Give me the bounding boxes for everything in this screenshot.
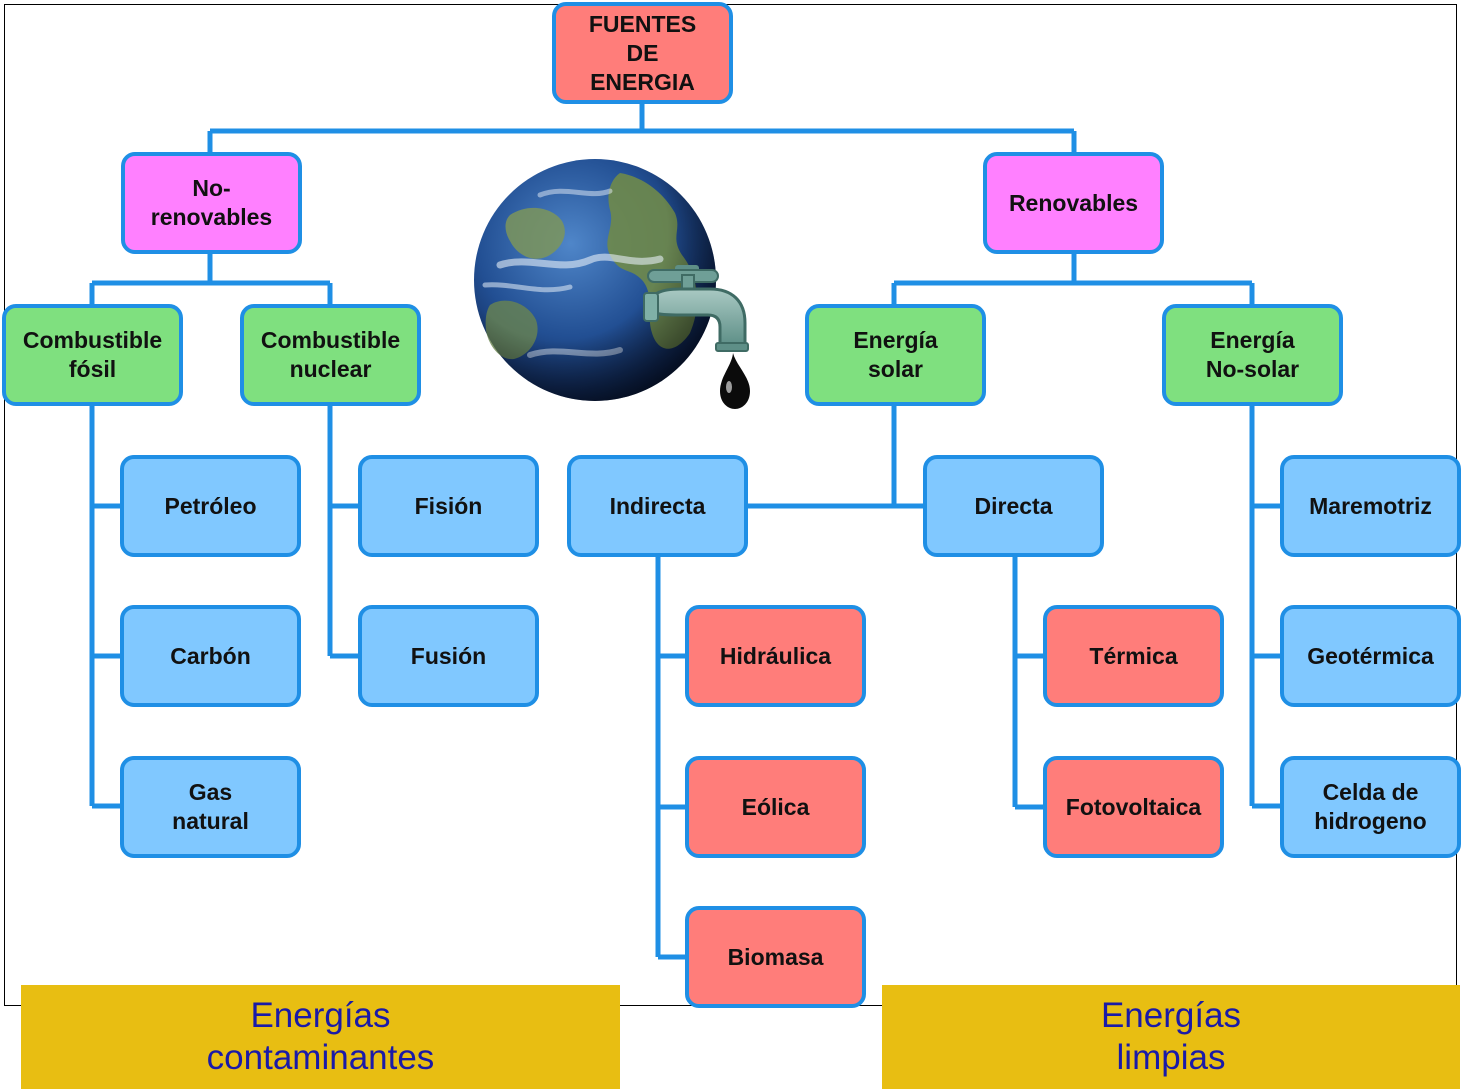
node-energia-no-solar: Energía No-solar	[1162, 304, 1343, 406]
node-maremotriz: Maremotriz	[1280, 455, 1461, 557]
water-tap-icon	[643, 265, 749, 352]
node-celda-de-hidrogeno: Celda de hidrogeno	[1280, 756, 1461, 858]
node-energia-solar: Energía solar	[805, 304, 986, 406]
connector-root	[207, 103, 1077, 153]
connector-fosil	[89, 405, 122, 809]
oil-drop-icon	[720, 353, 750, 409]
earth-globe-icon	[474, 159, 750, 409]
node-no-renovables: No- renovables	[121, 152, 302, 254]
band-energias-limpias: Energías limpias	[882, 985, 1460, 1089]
node-carbon: Carbón	[120, 605, 301, 707]
node-renovables: Renovables	[983, 152, 1164, 254]
connector-indirecta	[655, 555, 687, 960]
connector-solar	[747, 405, 925, 509]
node-fotovoltaica: Fotovoltaica	[1043, 756, 1224, 858]
connector-directa	[1012, 555, 1045, 810]
node-fision: Fisión	[358, 455, 539, 557]
node-indirecta: Indirecta	[567, 455, 748, 557]
node-fuentes-de-energia: FUENTES DE ENERGIA	[552, 2, 733, 104]
node-combustible-nuclear: Combustible nuclear	[240, 304, 421, 406]
connector-nuclear	[327, 405, 360, 659]
node-biomasa: Biomasa	[685, 906, 866, 1008]
node-termica: Térmica	[1043, 605, 1224, 707]
node-fusion: Fusión	[358, 605, 539, 707]
node-combustible-fosil: Combustible fósil	[2, 304, 183, 406]
band-energias-contaminantes: Energías contaminantes	[21, 985, 620, 1089]
node-hidraulica: Hidráulica	[685, 605, 866, 707]
node-petroleo: Petróleo	[120, 455, 301, 557]
connector-no-renovables	[89, 253, 333, 305]
node-eolica: Eólica	[685, 756, 866, 858]
node-gas-natural: Gas natural	[120, 756, 301, 858]
node-directa: Directa	[923, 455, 1104, 557]
connector-renovables	[891, 253, 1255, 305]
connector-no-solar	[1249, 405, 1282, 809]
node-geotermica: Geotérmica	[1280, 605, 1461, 707]
